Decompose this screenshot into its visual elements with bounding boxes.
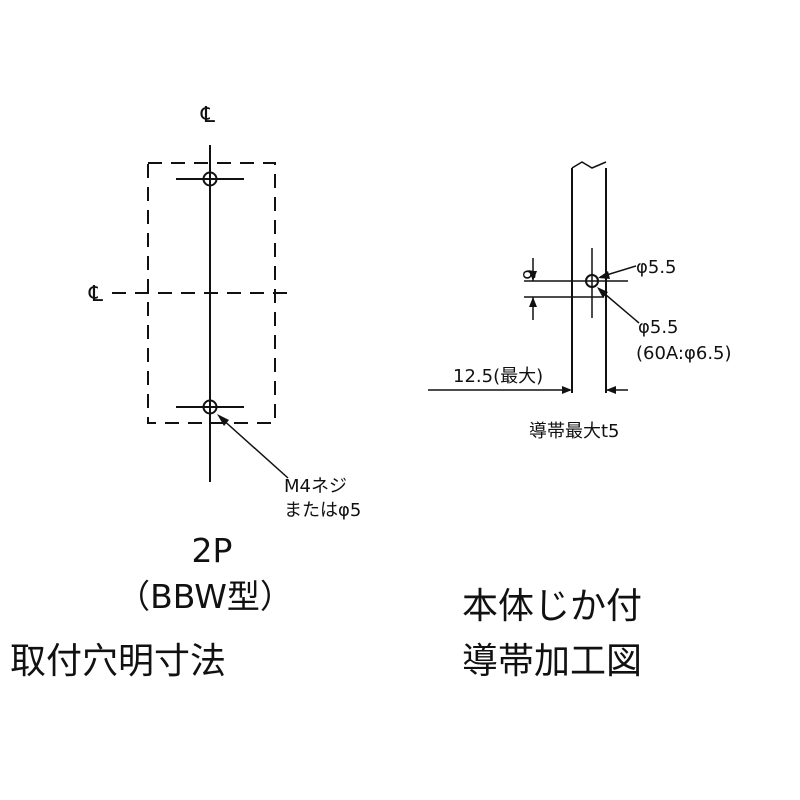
dim-horizontal-label: 12.5(最大) <box>453 366 543 387</box>
screw-note-leader <box>220 417 289 479</box>
screw-note-line2: またはφ5 <box>284 500 361 521</box>
right-title-line1: 本体じか付 <box>462 586 642 627</box>
thickness-note: 導帯最大t5 <box>529 421 620 442</box>
busbar-break-line <box>571 161 607 169</box>
hole-upper-arrowhead <box>598 271 610 279</box>
pole-label: 2P <box>192 531 233 570</box>
horizontal-centerline-symbol: ℄ <box>88 282 104 307</box>
top-mounting-hole <box>202 171 218 187</box>
thickness-arrowhead <box>606 386 616 394</box>
left-figure: ℄ ℄ M4ネジ またはφ5 2P （BBW型） 取付穴明寸法 <box>10 103 361 682</box>
hole-lower-note: (60A:φ6.5) <box>636 343 732 364</box>
dim6-lower-arrowhead <box>529 297 537 307</box>
busbar-hole <box>585 274 599 288</box>
hole-lower-arrowhead <box>597 287 608 298</box>
hole-lower-label: φ5.5 <box>638 317 679 338</box>
bottom-mounting-hole <box>202 399 218 415</box>
right-figure: 6 φ5.5 φ5.5 (60A:φ6.5) 12.5(最大) 導帯最大t5 本… <box>428 161 732 682</box>
dim6-upper-arrowhead <box>529 271 537 281</box>
hole-upper-label: φ5.5 <box>636 257 677 278</box>
vertical-centerline-symbol: ℄ <box>200 103 216 128</box>
screw-note-line1: M4ネジ <box>284 476 347 497</box>
type-label: （BBW型） <box>117 577 293 616</box>
right-title-line2: 導帯加工図 <box>462 641 642 682</box>
screw-note-arrowhead <box>217 414 229 426</box>
left-figure-title: 取付穴明寸法 <box>10 641 226 682</box>
dim-12-5-arrowhead <box>562 386 572 394</box>
dim-vertical-label: 6 <box>518 269 538 280</box>
